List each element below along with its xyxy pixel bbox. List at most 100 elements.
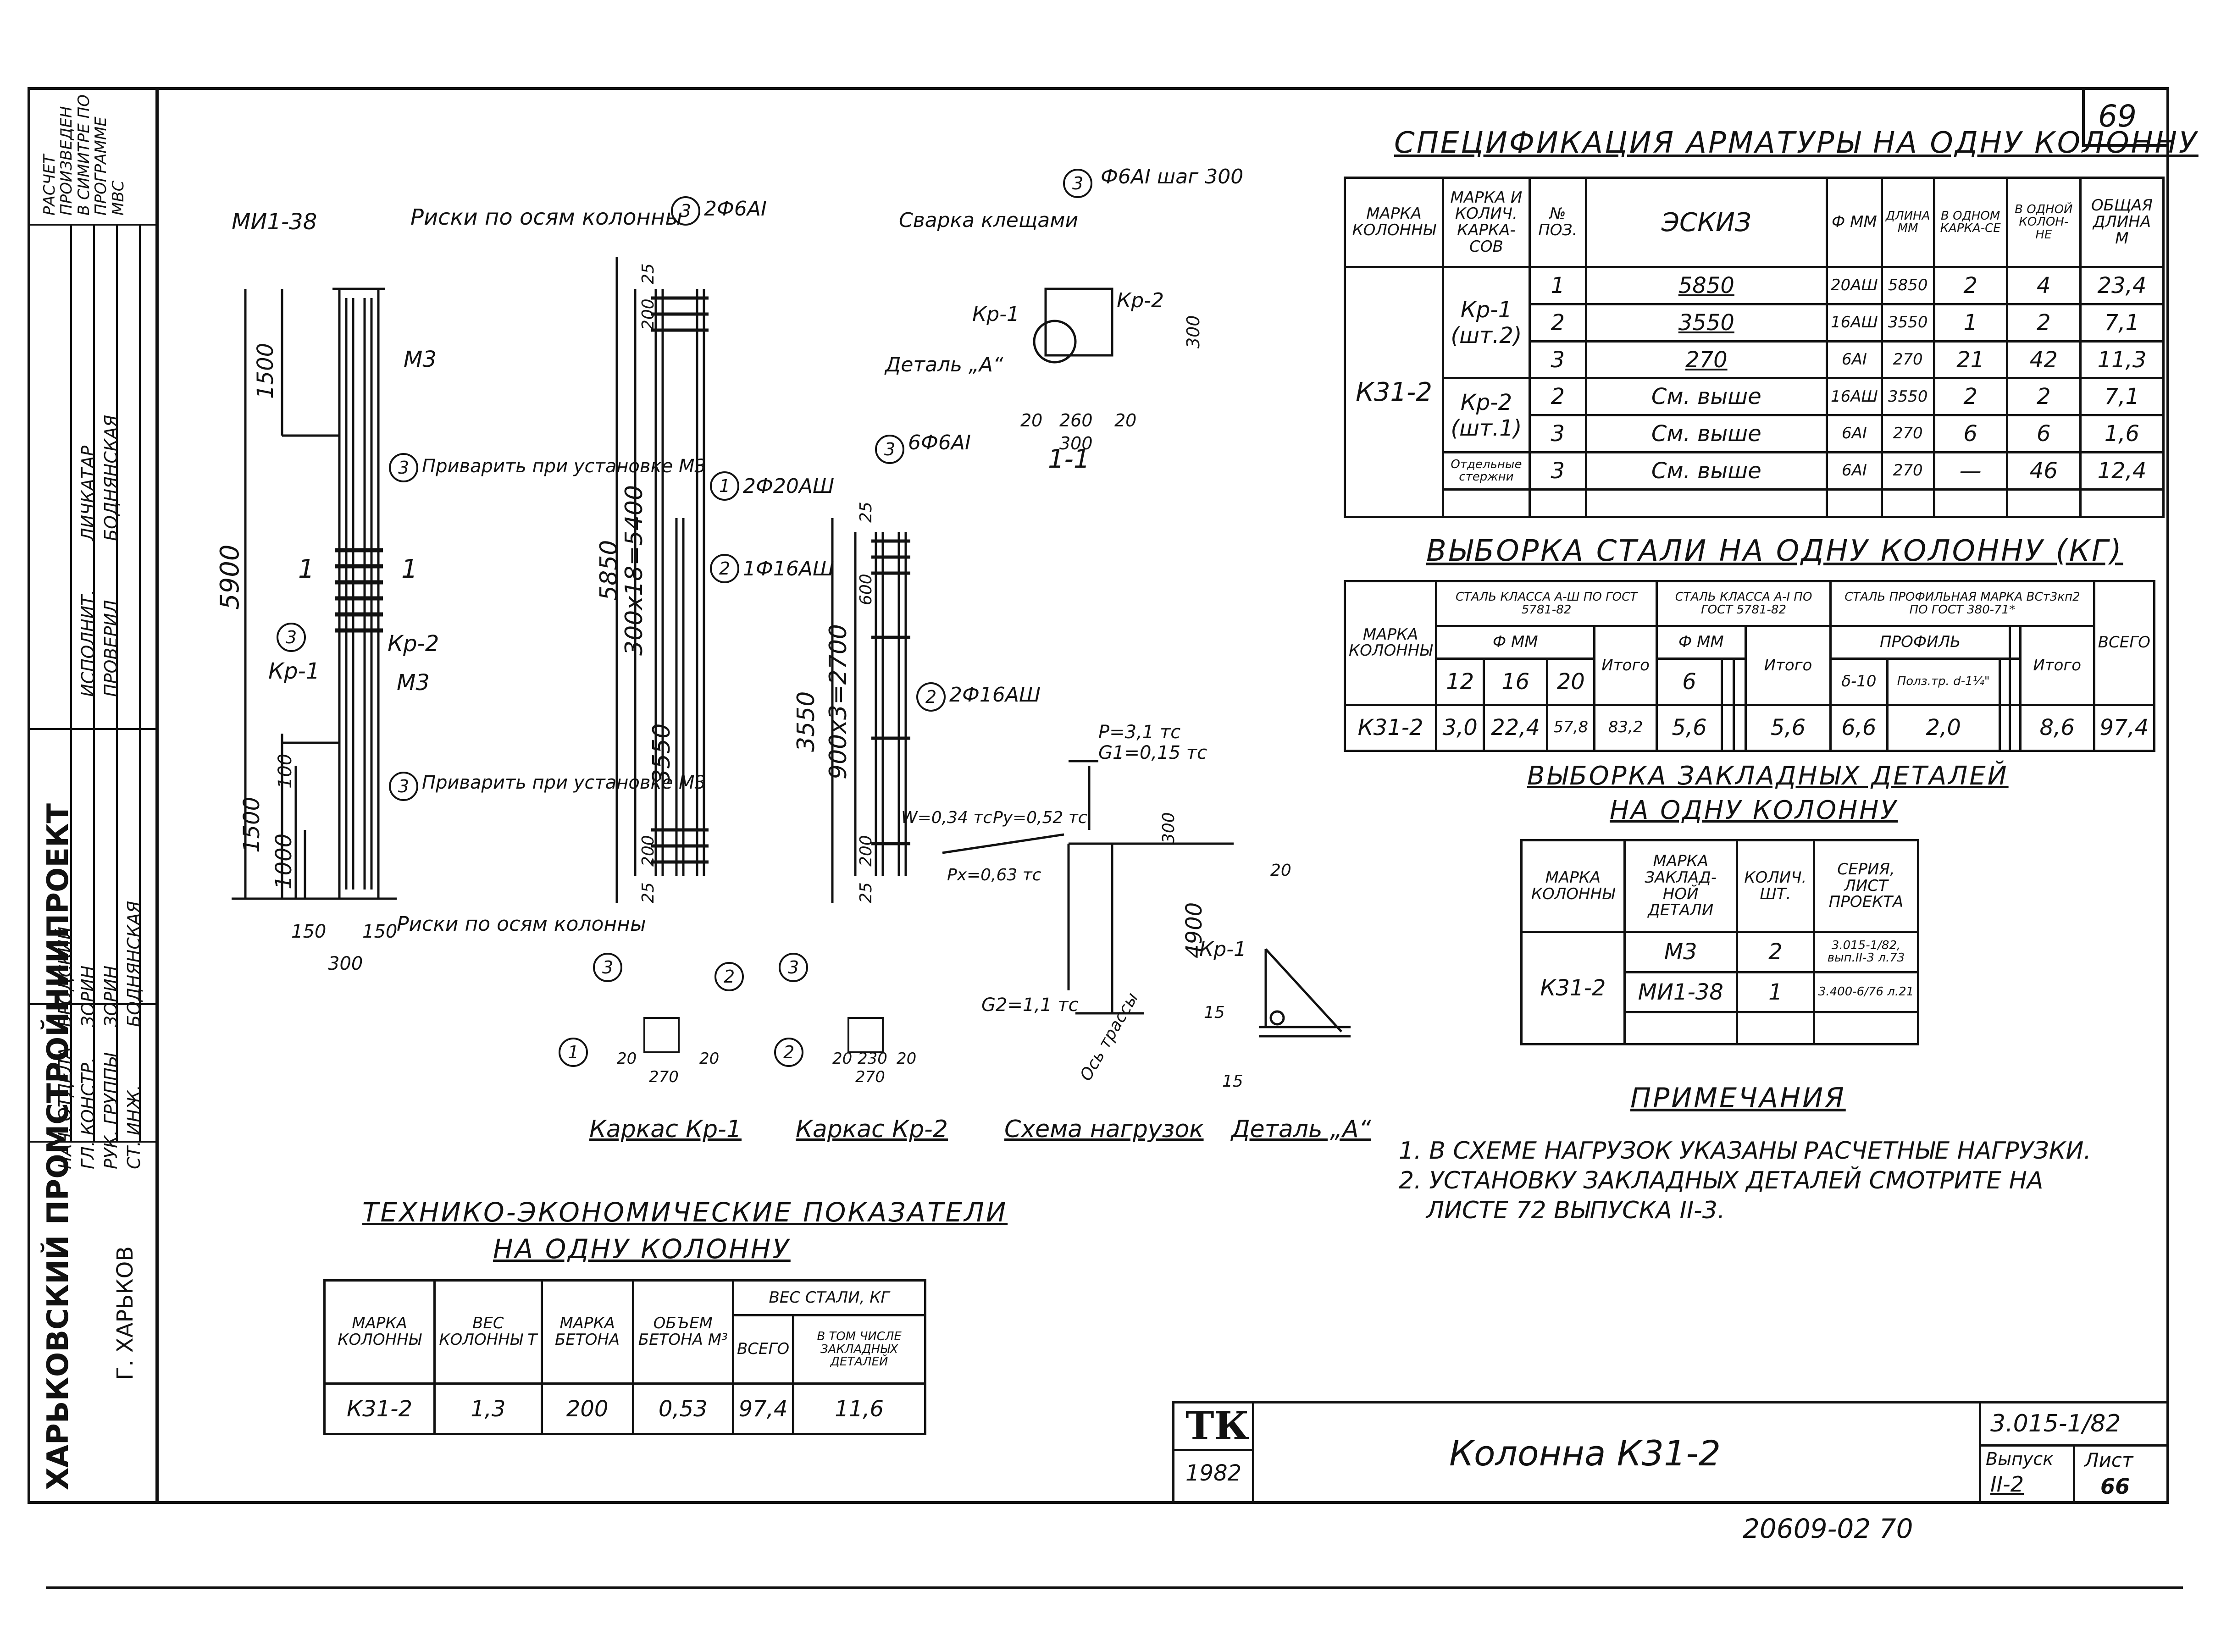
kr1-dim-25a: 25 xyxy=(639,263,658,284)
stamp-series: 3.015-1/82 xyxy=(1990,1410,2121,1437)
embed-h-qty: КОЛИЧ. ШТ. xyxy=(1735,839,1816,933)
spec-h-marka: МАРКА КОЛОННЫ xyxy=(1343,177,1445,268)
svg-text:3: 3 xyxy=(398,458,409,478)
steel-h-a3: СТАЛЬ КЛАССА А-Ш ПО ГОСТ 5781-82 xyxy=(1435,580,1658,628)
spec-cell: 3 xyxy=(1528,340,1587,380)
steel-empty xyxy=(2009,625,2022,660)
kr2-dim-200: 200 xyxy=(857,835,875,867)
spec-col-mark: К31-2 xyxy=(1343,266,1445,518)
stamp-div-3 xyxy=(1172,1449,1254,1451)
col-label-m3b: М3 xyxy=(397,670,430,696)
embed-title-1: ВЫБОРКА ЗАКЛАДНЫХ ДЕТАЛЕЙ xyxy=(1527,761,2009,791)
embed-detail-2: МИ1-38 xyxy=(1623,971,1738,1013)
spec-cell: 1 xyxy=(1528,266,1587,305)
svg-text:1: 1 xyxy=(719,476,730,496)
tep-row-concrete: 200 xyxy=(540,1382,634,1435)
cage-kr2 xyxy=(831,518,907,903)
svg-text:2: 2 xyxy=(783,1042,794,1062)
steel-h-itogo-a1: Итого xyxy=(1744,625,1832,706)
tep-h-weight: ВЕС КОЛОННЫ Т xyxy=(433,1279,543,1385)
caption-loads: Схема нагрузок xyxy=(1004,1116,1204,1143)
col-label-kr2: Кр-2 xyxy=(388,631,439,657)
embed-h-series: СЕРИЯ, ЛИСТ ПРОЕКТА xyxy=(1813,839,1919,933)
detail-a xyxy=(1259,948,1351,1038)
col-dim-1500b: 1500 xyxy=(239,797,265,853)
spec-empty xyxy=(1528,488,1587,518)
spec-cell: 3550 xyxy=(1584,303,1828,343)
steel-row-a3-12: 3,0 xyxy=(1435,703,1485,752)
steel-h-phi-a1: Ф ММ xyxy=(1655,625,1747,660)
spec-cell: 6АI xyxy=(1825,340,1883,380)
notes-item-2: 2. УСТАНОВКУ ЗАКЛАДНЫХ ДЕТАЛЕЙ СМОТРИТЕ … xyxy=(1399,1167,2044,1194)
steel-h-profil: ПРОФИЛЬ xyxy=(1829,625,2011,660)
kr2-label-16aiii: 2Ф16АШ xyxy=(949,683,1041,707)
steel-row-prof-2: 2,0 xyxy=(1886,703,2001,752)
kr2-dim-25b: 25 xyxy=(857,882,875,903)
col-label-riski2: Риски по осям колонны xyxy=(397,912,646,936)
spec-h-poz: № ПОЗ. xyxy=(1528,177,1587,268)
col-dim-150b: 150 xyxy=(362,921,397,942)
steel-d16: 16 xyxy=(1483,657,1549,706)
steel-row-a3-16: 22,4 xyxy=(1483,703,1549,752)
embed-detail-1: М3 xyxy=(1623,931,1738,973)
cage-kr1 xyxy=(615,257,705,903)
spec-cell: 12,4 xyxy=(2079,451,2165,491)
spec-h-karkas: МАРКА И КОЛИЧ. КАРКА-СОВ xyxy=(1442,177,1531,268)
stamp-div-2 xyxy=(1979,1401,1981,1504)
embed-qty-1: 2 xyxy=(1735,931,1816,973)
steel-title: ВЫБОРКА СТАЛИ НА ОДНУ КОЛОННУ (КГ) xyxy=(1426,534,2123,568)
svg-text:3: 3 xyxy=(884,439,895,459)
spec-cell: 2 xyxy=(1933,377,2008,417)
steel-d-plate: δ-10 xyxy=(1829,657,1889,706)
section-1-1 xyxy=(1033,287,1113,364)
sec-label-detail: Деталь „А“ xyxy=(884,353,1003,376)
tep-h-marka: МАРКА КОЛОННЫ xyxy=(323,1279,436,1385)
spec-cell: 3550 xyxy=(1880,377,1935,417)
stamp-vypusk-label: Выпуск xyxy=(1986,1449,2054,1469)
steel-h-itogo-prof: Итого xyxy=(2019,625,2095,706)
spec-cell: 2 xyxy=(2005,303,2082,343)
svg-text:2: 2 xyxy=(724,967,735,987)
detail-20: 20 xyxy=(1270,861,1291,880)
embed-table: МАРКА КОЛОННЫ МАРКА ЗАКЛАД-НОЙ ДЕТАЛИ КО… xyxy=(1520,839,1919,1045)
spec-cell: 6 xyxy=(2005,414,2082,454)
embed-empty xyxy=(1813,1011,1919,1045)
col-dim-1000: 1000 xyxy=(271,834,297,890)
spec-cell: 3550 xyxy=(1880,303,1935,343)
embed-series-1: 3.015-1/82, вып.II-3 л.73 xyxy=(1813,931,1919,973)
load-axis: Ось трассы xyxy=(1076,989,1142,1084)
spec-cell: 2 xyxy=(2005,377,2082,417)
svg-text:2: 2 xyxy=(719,558,730,579)
spec-cell: 7,1 xyxy=(2079,303,2165,343)
svg-text:3: 3 xyxy=(1072,173,1083,193)
sec-dim-260: 260 xyxy=(1059,410,1093,431)
page-number: 69 xyxy=(2098,99,2137,134)
steel-empty xyxy=(2009,703,2022,752)
svg-text:3: 3 xyxy=(602,957,613,978)
spec-cell: 3 xyxy=(1528,451,1587,491)
spec-cell: 21 xyxy=(1933,340,2008,380)
steel-row-mark: К31-2 xyxy=(1343,703,1438,752)
load-w: W=0,34 тс xyxy=(901,808,992,827)
spec-h-v-karkase: В ОДНОМ КАРКА-СЕ xyxy=(1933,177,2008,268)
sec-dim-20a: 20 xyxy=(1020,410,1042,431)
steel-d12: 12 xyxy=(1435,657,1485,706)
spec-empty xyxy=(1584,488,1828,518)
spec-cell: 270 xyxy=(1880,414,1935,454)
spec-table: МАРКА КОЛОННЫ МАРКА И КОЛИЧ. КАРКА-СОВ №… xyxy=(1343,177,2165,518)
svg-text:3: 3 xyxy=(788,957,799,978)
steel-h-prof: СТАЛЬ ПРОФИЛЬНАЯ МАРКА ВСт3кп2 ПО ГОСТ 3… xyxy=(1829,580,2095,628)
steel-h-vsego: ВСЕГО xyxy=(2093,580,2156,706)
spec-empty xyxy=(1933,488,2008,518)
svg-text:3: 3 xyxy=(286,627,297,647)
tep-h-embedded: В ТОМ ЧИСЛЕ ЗАКЛАДНЫХ ДЕТАЛЕЙ xyxy=(792,1314,926,1385)
embed-h-marka: МАРКА КОЛОННЫ xyxy=(1520,839,1626,933)
sec-label-kr1: Кр-1 xyxy=(972,303,1019,326)
cage-sections xyxy=(559,953,884,1067)
bottom-rule xyxy=(46,1586,2183,1589)
steel-h-itogo-a3: Итого xyxy=(1593,625,1658,706)
spec-title: СПЕЦИФИКАЦИЯ АРМАТУРЫ НА ОДНУ КОЛОННУ xyxy=(1394,126,2199,160)
embed-h-detail: МАРКА ЗАКЛАД-НОЙ ДЕТАЛИ xyxy=(1623,839,1738,933)
column-drawing xyxy=(232,287,397,900)
spec-empty xyxy=(1880,488,1935,518)
